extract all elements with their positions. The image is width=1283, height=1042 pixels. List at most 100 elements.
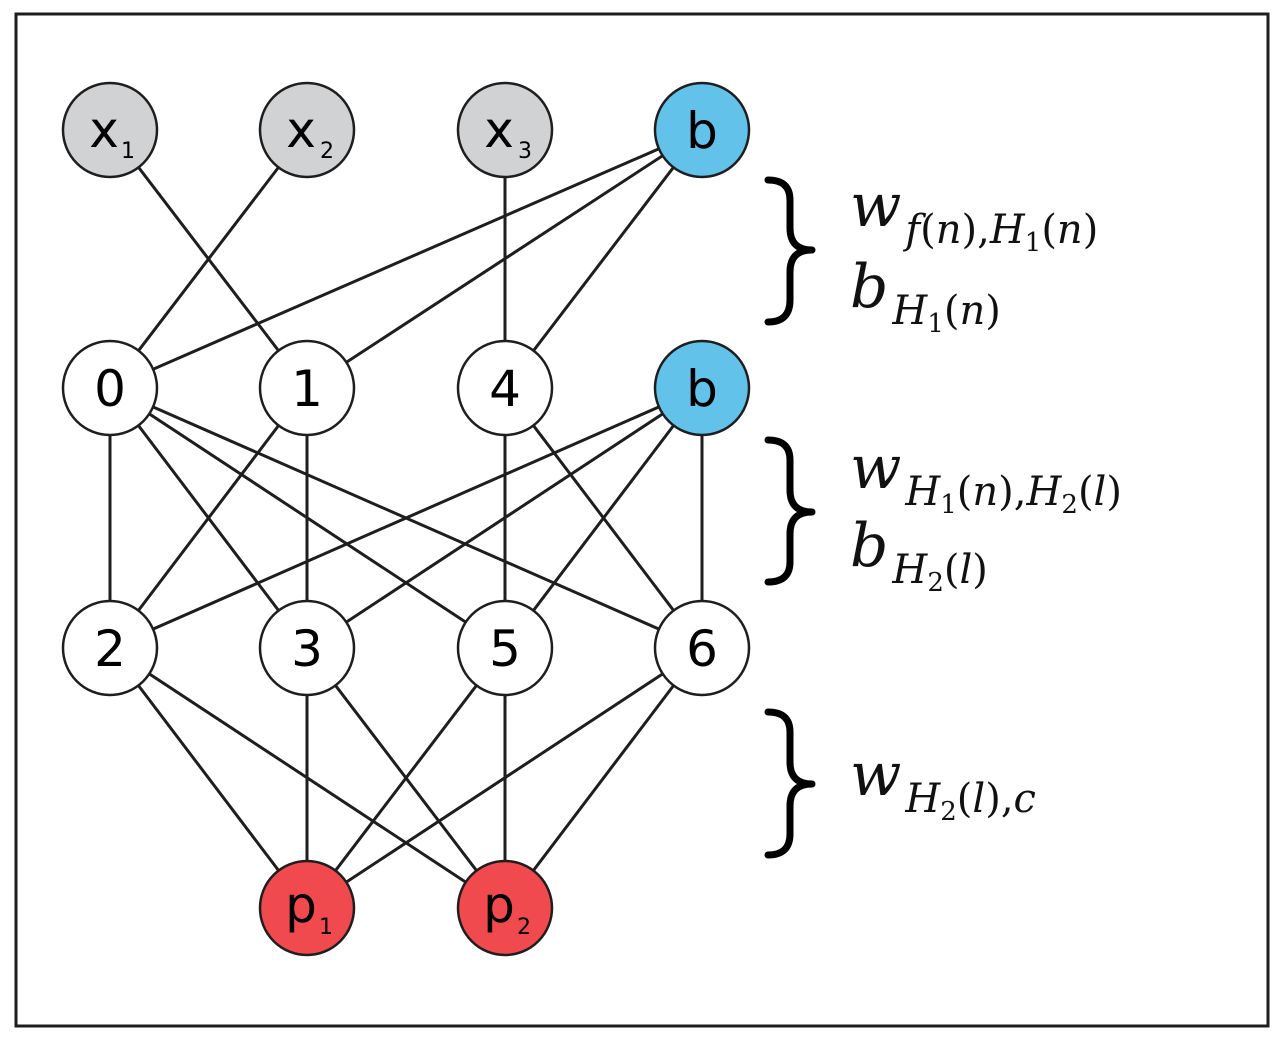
eq-one: 1: [927, 309, 944, 339]
eq-paren-open: (: [920, 207, 936, 253]
eq-paren-open: (: [1078, 469, 1094, 515]
braces: [764, 176, 816, 859]
eq-n: n: [936, 207, 962, 253]
input-node-circle: [258, 81, 356, 179]
eq-w: w: [850, 171, 901, 241]
eq-two: 2: [940, 797, 957, 827]
eq-comma: ,: [977, 207, 990, 253]
edge-b1-h4: [503, 128, 704, 390]
eq-paren-close: ): [985, 288, 1001, 334]
input-node-subscript: 1: [121, 139, 135, 164]
eq-H: H: [904, 469, 941, 515]
output-node-circle: [456, 859, 554, 957]
eq-comma: ,: [1001, 776, 1014, 822]
eq-H: H: [891, 547, 928, 593]
output-node-p2: p 2: [456, 859, 554, 957]
input-node-subscript: 3: [518, 139, 532, 164]
hidden-node-5: 5: [456, 599, 554, 697]
hidden-node-label: 3: [291, 620, 323, 678]
diagram-frame: [14, 12, 1270, 1028]
hidden-node-circle: [258, 599, 356, 697]
hidden-node-circle: [61, 599, 159, 697]
output-node-circle: [258, 859, 356, 957]
eq-one: 1: [1025, 228, 1042, 258]
input-node-circle: [61, 81, 159, 179]
hidden-node-circle: [456, 599, 554, 697]
bias-node-layer1: b: [653, 81, 751, 179]
edge-b2-h3: [305, 386, 704, 650]
bias-node-circle: [653, 81, 751, 179]
brace-layer2: [764, 436, 816, 586]
eq-one: 1: [940, 490, 957, 520]
eq-paren-close: ): [985, 776, 1001, 822]
eq-n: n: [959, 288, 985, 334]
input-node-label: x: [484, 101, 514, 159]
eq-w: w: [850, 740, 901, 810]
eq-b: b: [850, 252, 888, 322]
hidden-node-6: 6: [653, 599, 751, 697]
brace-layer1: [764, 176, 816, 326]
eq-H: H: [1026, 469, 1063, 515]
hidden-node-label: 6: [686, 620, 718, 678]
output-node-subscript: 2: [517, 915, 531, 940]
edge-b1-h0: [108, 128, 704, 390]
hidden-node-label: 0: [94, 360, 126, 418]
output-node-p1: p 1: [258, 859, 356, 957]
edge-b2-h5: [503, 386, 704, 650]
eq-paren-open: (: [944, 547, 960, 593]
eq-two: 2: [927, 568, 944, 598]
input-node-x2: x 2: [258, 81, 356, 179]
eq-paren-close: ): [962, 207, 978, 253]
input-node-subscript: 2: [320, 139, 334, 164]
eq-H: H: [891, 288, 928, 334]
hidden-node-label: 1: [291, 360, 323, 418]
output-node-label: p: [285, 876, 317, 934]
edge-x2-h0: [108, 128, 309, 390]
eq-paren-open: (: [957, 469, 973, 515]
eq-w: w: [850, 433, 901, 503]
eq-paren-open: (: [1041, 207, 1057, 253]
edge-h2-p1: [108, 646, 309, 910]
hidden-node-label: 2: [94, 620, 126, 678]
input-node-label: x: [89, 101, 119, 159]
eq-paren-open: (: [944, 288, 960, 334]
eq-b: b: [850, 511, 888, 581]
eq-l: l: [1094, 469, 1107, 515]
bias-node-label: b: [686, 102, 718, 160]
input-node-circle: [456, 81, 554, 179]
eq-paren-close: ): [1083, 207, 1099, 253]
edge-h6-p1: [305, 646, 704, 910]
eq-paren-close: ): [972, 547, 988, 593]
eq-l: l: [972, 776, 985, 822]
bias-node-label: b: [686, 360, 718, 418]
hidden-node-circle: [456, 339, 554, 437]
edge-h5-p1: [305, 646, 507, 910]
edge-h6-p2: [503, 646, 704, 910]
hidden-node-label: 5: [489, 620, 521, 678]
edge-b2-h2: [108, 386, 704, 650]
eq-paren-open: (: [957, 776, 973, 822]
eq-two: 2: [1061, 490, 1078, 520]
bias-node-circle: [653, 339, 751, 437]
input-node-label: x: [286, 101, 316, 159]
eq-H: H: [989, 207, 1026, 253]
hidden-node-1: 1: [258, 339, 356, 437]
hidden-node-circle: [653, 599, 751, 697]
eq-l: l: [959, 547, 972, 593]
edge-h1-h2: [108, 386, 309, 650]
hidden-node-label: 4: [489, 360, 521, 418]
brace-layer3: [764, 708, 816, 859]
eq-c: c: [1014, 776, 1036, 822]
hidden-node-0: 0: [61, 339, 159, 437]
hidden-node-circle: [61, 339, 159, 437]
eq-paren-close: ): [1106, 469, 1122, 515]
hidden-node-4: 4: [456, 339, 554, 437]
eq-H: H: [904, 776, 941, 822]
hidden-node-circle: [258, 339, 356, 437]
hidden-node-2: 2: [61, 599, 159, 697]
